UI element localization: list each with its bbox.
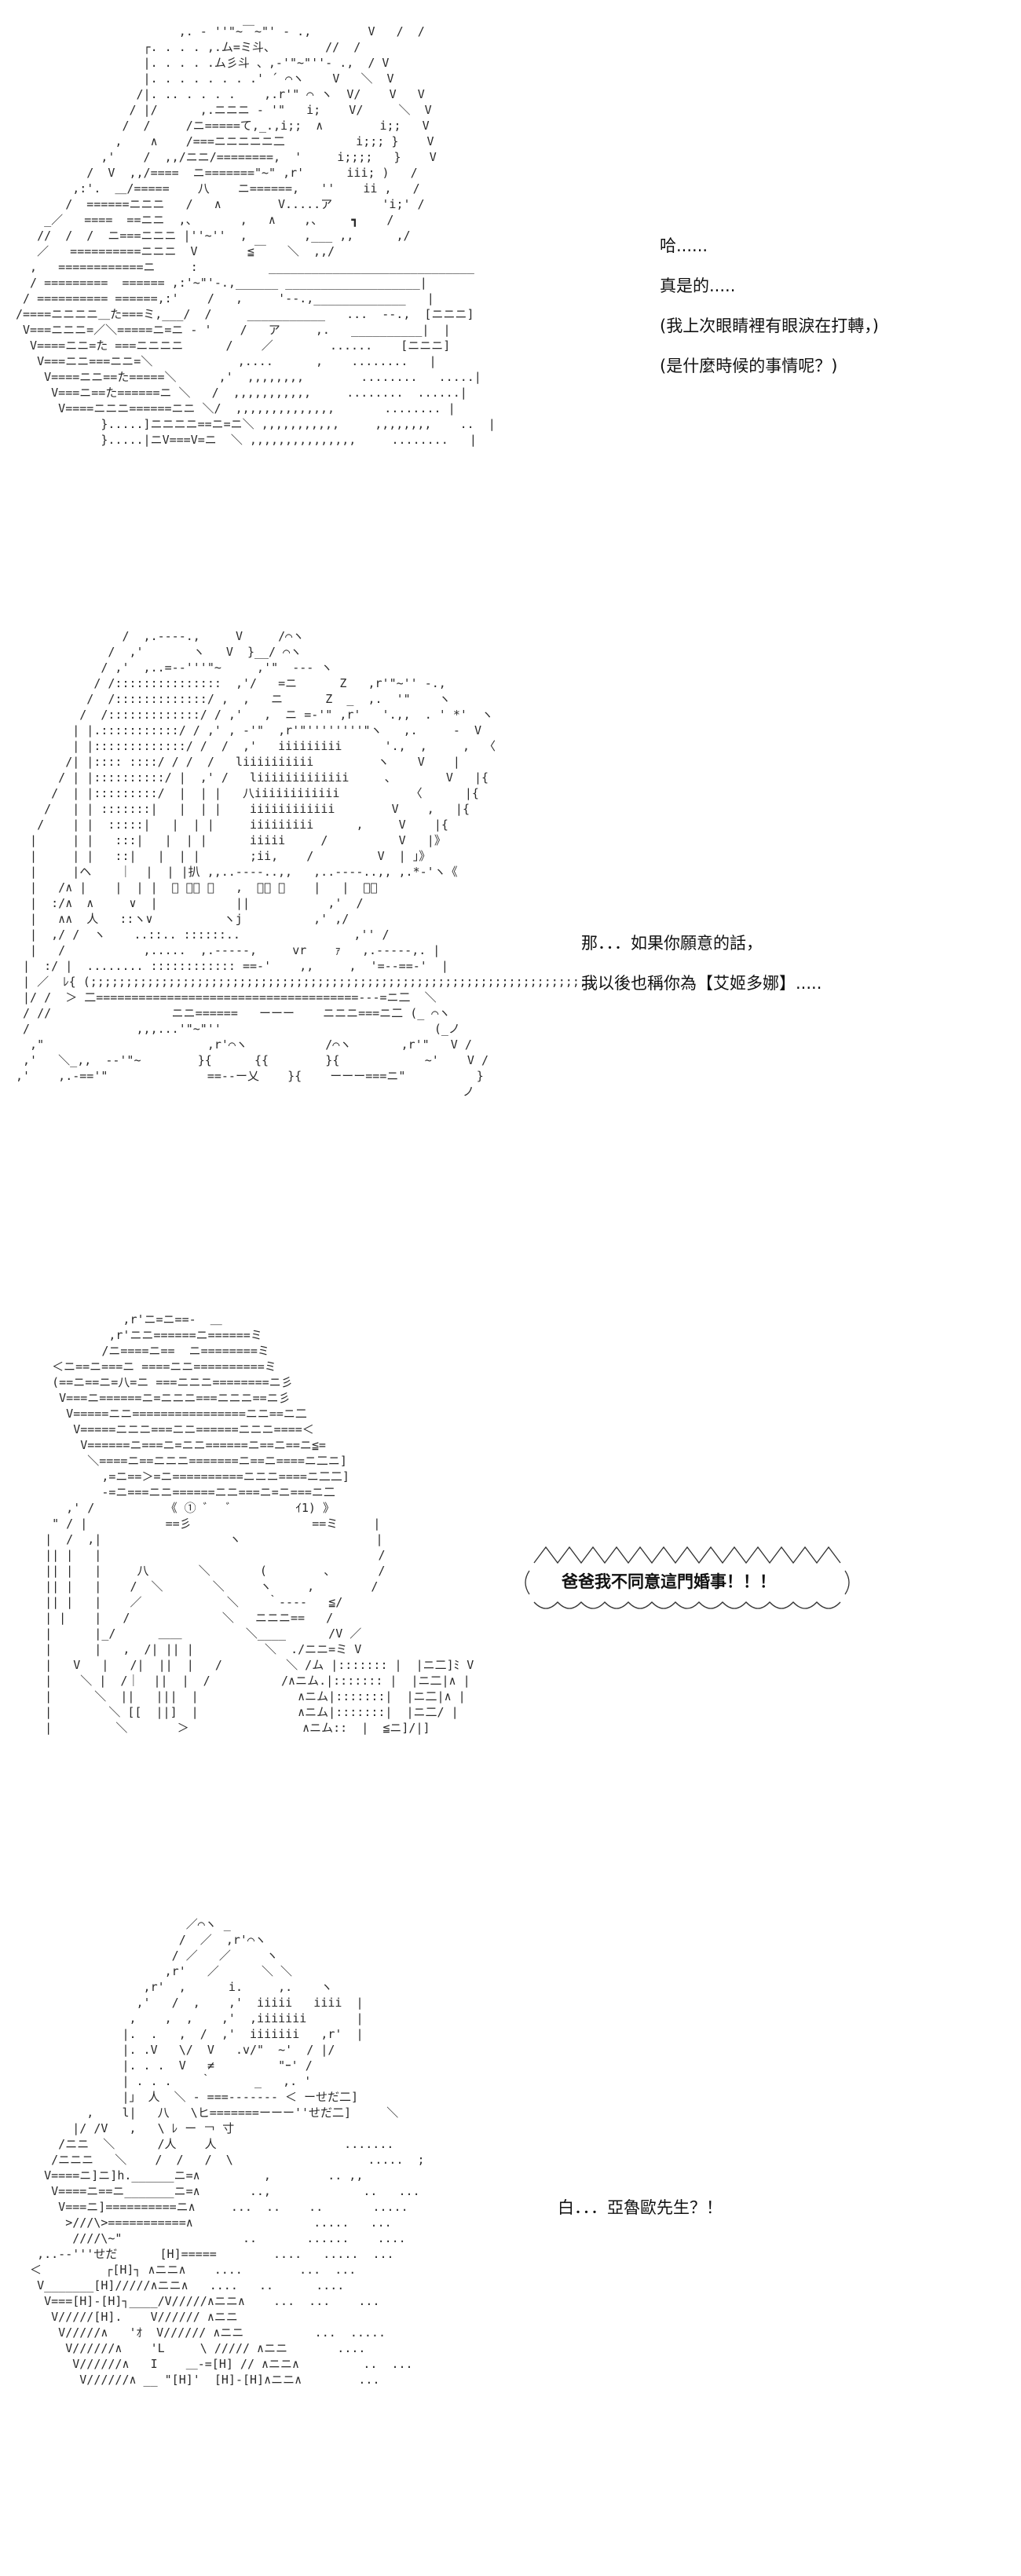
- ascii-art-1: ,. ‐ ''"~￣~"' ‐ ., V / / ┌. . . . ,.ム=ミ斗…: [16, 24, 496, 447]
- shout-bubble: 爸爸我不同意這門婚事！！！: [518, 1539, 856, 1626]
- dialog-line: 白．．．亞魯歐先生？！: [558, 2198, 723, 2217]
- dialog-line: 那．．．如果你願意的話，: [581, 934, 763, 953]
- shout-text: 爸爸我不同意這門婚事！！！: [562, 1572, 776, 1591]
- dialog-line: 我以後也稱你為【艾姬多娜】.....: [581, 974, 822, 993]
- ascii-art-3: ,r'ニ=ニ==‐ ＿ ,r'ニニ======ニ======ミ /ニ====ニ=…: [45, 1312, 474, 1735]
- ascii-art-4: ／⌒ヽ _ / ／ ,r'⌒ヽ / ／ ／ ヽ ,r' ／ ＼ ＼ ,r' , …: [30, 1917, 425, 2387]
- panel-3: ,r'ニ=ニ==‐ ＿ ,r'ニニ======ニ======ミ /ニ====ニ=…: [0, 1280, 1021, 1908]
- dialog-line: 真是的.....: [660, 276, 736, 295]
- panel-1: ,. ‐ ''"~￣~"' ‐ ., V / / ┌. . . . ,.ム=ミ斗…: [0, 0, 1021, 613]
- dialog-line: 哈......: [660, 236, 708, 255]
- dialog-2: 那．．．如果你願意的話， 我以後也稱你為【艾姬多娜】.....: [581, 933, 822, 1013]
- dialog-line: (我上次眼睛裡有眼淚在打轉，): [660, 317, 879, 335]
- spiky-bubble-icon: [525, 1546, 850, 1609]
- ascii-art-2: / ,.-‐‐‐., V /⌒ヽ / ,' ヽ V }__/ ⌒ヽ / ,' ,…: [16, 629, 597, 1099]
- dialog-line: (是什麼時候的事情呢？): [660, 357, 838, 375]
- panel-2: / ,.-‐‐‐., V /⌒ヽ / ,' ヽ V }__/ ⌒ヽ / ,' ,…: [0, 613, 1021, 1280]
- dialog-1: 哈...... 真是的..... (我上次眼睛裡有眼淚在打轉，) (是什麼時候的…: [660, 236, 879, 396]
- panel-4: ／⌒ヽ _ / ／ ,r'⌒ヽ / ／ ／ ヽ ,r' ／ ＼ ＼ ,r' , …: [0, 1908, 1021, 2576]
- dialog-4: 白．．．亞魯歐先生？！: [558, 2197, 723, 2238]
